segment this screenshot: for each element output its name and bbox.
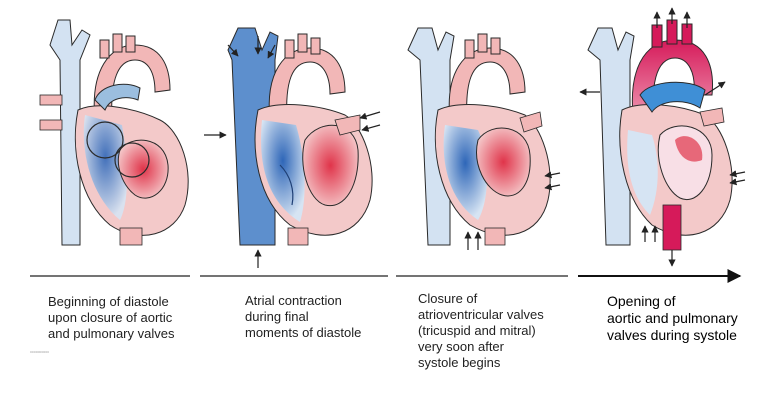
- caption-line: valves during systole: [607, 327, 737, 343]
- caption-line: (tricuspid and mitral): [418, 323, 536, 338]
- heart-illustration-av-closure: [407, 27, 561, 250]
- heart-illustration-systole: [579, 7, 746, 267]
- caption-line: Closure of: [418, 291, 478, 306]
- heart-illustration-early-diastole: [39, 19, 189, 246]
- caption-line: Opening of: [607, 293, 676, 309]
- caption-early-diastole: Beginning of diastole upon closure of ao…: [48, 294, 174, 342]
- caption-line: moments of diastole: [245, 325, 362, 340]
- caption-line: systole begins: [418, 355, 501, 370]
- caption-line: during final: [245, 309, 309, 324]
- caption-line: aortic and pulmonary: [607, 310, 738, 326]
- caption-line: Atrial contraction: [245, 293, 342, 308]
- caption-line: very soon after: [418, 339, 504, 354]
- caption-line: atrioventricular valves: [418, 307, 544, 322]
- caption-line: and pulmonary valves: [48, 326, 175, 341]
- caption-line: upon closure of aortic: [48, 310, 173, 325]
- caption-av-closure: Closure of atrioventricular valves (tric…: [418, 291, 544, 371]
- caption-line: Beginning of diastole: [48, 294, 169, 309]
- heart-illustration-atrial-contraction: [204, 27, 381, 268]
- caption-systole: Opening of aortic and pulmonary valves d…: [607, 293, 738, 344]
- caption-atrial-contraction: Atrial contraction during final moments …: [245, 293, 361, 341]
- figure-id-fineprint: 0000000000: [30, 350, 50, 354]
